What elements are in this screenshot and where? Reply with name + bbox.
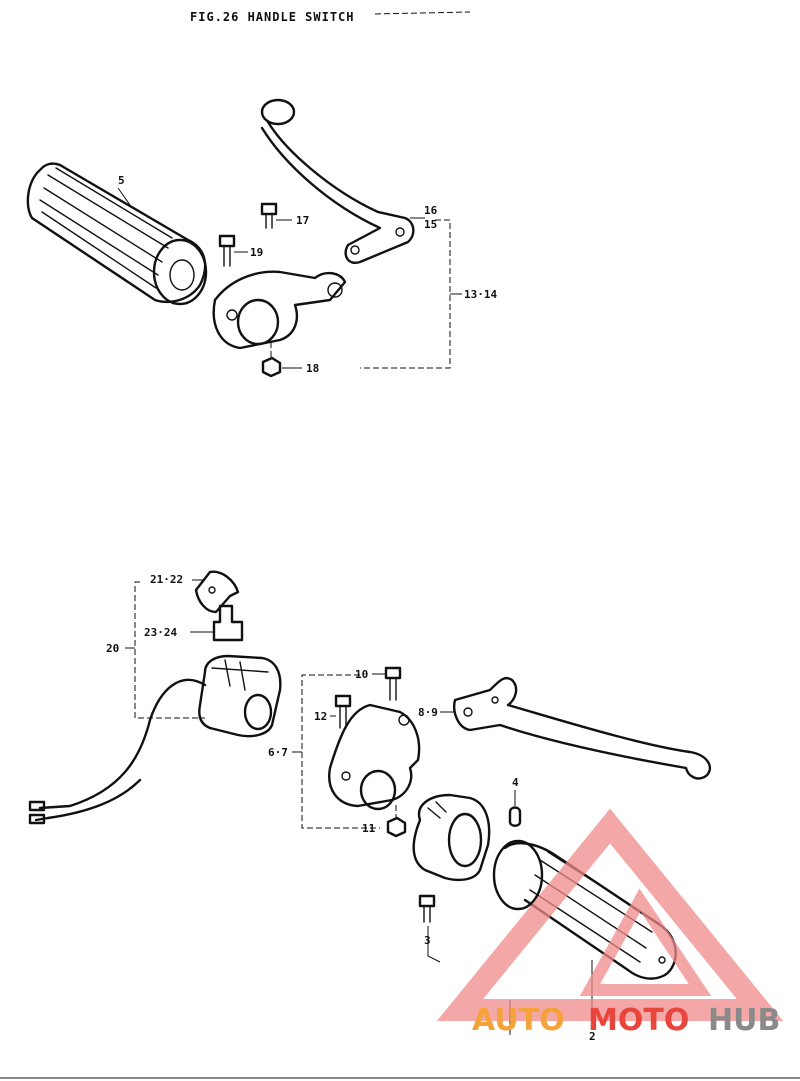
watermark-triangle-inner <box>579 888 712 996</box>
screw-part-19 <box>218 234 236 267</box>
callout-20: 20 <box>106 642 119 655</box>
bracket-20 <box>134 581 205 719</box>
lever-bracket-part-6-7 <box>328 703 421 811</box>
nut-part-11 <box>386 816 407 838</box>
clip-part-21-22 <box>194 570 240 614</box>
left-grip-part-5 <box>26 162 208 306</box>
callout-5: 5 <box>118 174 125 187</box>
screw-part-4 <box>508 806 522 827</box>
leader-3 <box>427 926 441 963</box>
leader-5 <box>117 187 131 206</box>
callout-13-14: 13·14 <box>464 288 497 301</box>
bracket-13-14 <box>360 219 451 369</box>
callout-18: 18 <box>306 362 319 375</box>
switch-housing-part-20 <box>198 654 282 738</box>
callout-23-24: 23·24 <box>144 626 177 639</box>
nut-part-18 <box>261 356 282 378</box>
callout-19: 19 <box>250 246 263 259</box>
watermark-text-auto: AUTO <box>472 1003 565 1038</box>
callout-3: 3 <box>424 934 431 947</box>
screw-part-10 <box>384 666 402 701</box>
brake-lever-part-8-9 <box>453 676 712 780</box>
callout-11: 11 <box>362 822 376 835</box>
callout-15: 15 <box>424 218 437 231</box>
callout-21-22: 21·22 <box>150 573 183 586</box>
callout-16: 16 <box>424 204 438 217</box>
title-scan-line <box>374 11 471 15</box>
callout-4: 4 <box>512 776 519 789</box>
lever-bracket <box>212 270 347 350</box>
callout-17: 17 <box>296 214 309 227</box>
bracket-part-23-24 <box>212 604 244 642</box>
callout-10: 10 <box>355 668 368 681</box>
watermark-text-moto: MOTO <box>588 1003 689 1038</box>
screw-part-3 <box>418 894 436 923</box>
bracket-6-7 <box>301 674 380 829</box>
callout-2: 2 <box>589 1030 596 1043</box>
throttle-housing <box>412 793 491 882</box>
callout-12: 12 <box>314 710 327 723</box>
watermark-text: AUTO MOTO HUB <box>472 1003 780 1038</box>
screw-part-17 <box>260 202 278 229</box>
callout-6-7: 6·7 <box>268 746 288 759</box>
watermark-text-hub: HUB <box>708 1003 780 1038</box>
watermark-logo <box>436 808 784 1021</box>
clutch-lever-part-16 <box>260 98 415 265</box>
watermark-triangle <box>436 808 784 1021</box>
wire-harness <box>28 678 207 825</box>
figure-title: FIG.26 HANDLE SWITCH <box>190 10 355 24</box>
callout-8-9: 8·9 <box>418 706 438 719</box>
